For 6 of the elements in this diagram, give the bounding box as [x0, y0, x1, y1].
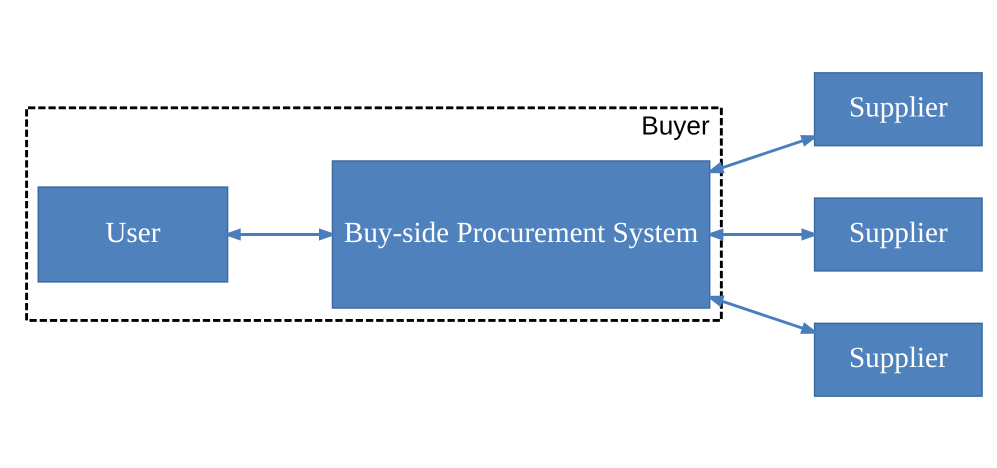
node-box: Supplier	[814, 196, 983, 272]
node-box: User	[38, 186, 228, 282]
node-box: Supplier	[814, 322, 983, 396]
arrow	[223, 228, 336, 240]
node-box: Supplier	[814, 72, 983, 146]
node-box: Buy-side Procurement System	[332, 160, 710, 308]
